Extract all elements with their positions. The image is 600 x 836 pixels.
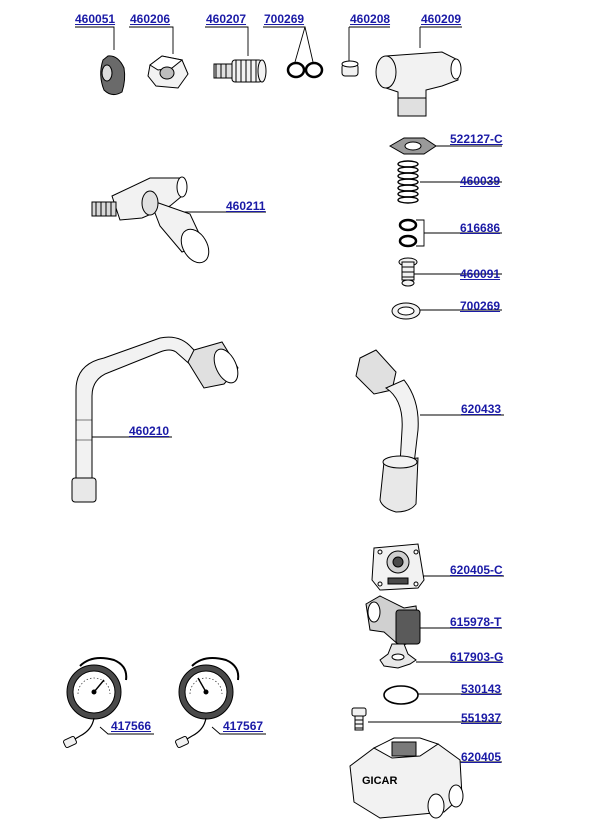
orings-700269-top <box>286 61 324 79</box>
part-link-460208[interactable]: 460208 <box>350 12 391 26</box>
part-link-617903-g[interactable]: 617903-G <box>450 650 504 664</box>
part-link-460211[interactable]: 460211 <box>226 199 266 213</box>
part-link-460209[interactable]: 460209 <box>421 12 462 26</box>
part-link-460051[interactable]: 460051 <box>75 12 116 26</box>
spring-460039 <box>397 160 419 204</box>
part-link-522127-c[interactable]: 522127-C <box>450 132 503 146</box>
gauge-417566 <box>63 657 128 749</box>
part-link-460091[interactable]: 460091 <box>460 267 501 281</box>
cap-460208 <box>341 60 359 77</box>
pipe-620433 <box>355 349 419 513</box>
part-link-460206[interactable]: 460206 <box>130 12 171 26</box>
part-link-417567[interactable]: 417567 <box>223 719 264 733</box>
nut-460206 <box>147 55 189 89</box>
orings-616686 <box>398 218 418 248</box>
part-link-616686[interactable]: 616686 <box>460 221 501 235</box>
tee-460209 <box>375 51 462 117</box>
part-link-460210[interactable]: 460210 <box>129 424 170 438</box>
part-link-551937[interactable]: 551937 <box>461 711 502 725</box>
gauge-417567 <box>175 657 240 749</box>
part-link-417566[interactable]: 417566 <box>111 719 152 733</box>
part-link-615978-t[interactable]: 615978-T <box>450 615 502 629</box>
leader-lines <box>75 26 504 763</box>
cover-620405c <box>371 543 425 591</box>
valve-brand-text: GICAR <box>362 775 398 787</box>
pipe-460210 <box>71 336 239 503</box>
part-link-700269-right[interactable]: 700269 <box>460 299 501 313</box>
oring-530143 <box>383 685 419 705</box>
part-link-620405[interactable]: 620405 <box>461 750 502 764</box>
part-link-700269-top[interactable]: 700269 <box>264 12 305 26</box>
knob-460051 <box>100 55 126 96</box>
valve-body-620405: GICAR <box>349 737 464 819</box>
part-link-460039[interactable]: 460039 <box>460 174 501 188</box>
connector-615978 <box>365 595 421 647</box>
valve-460211 <box>91 176 210 264</box>
collar-617903 <box>379 643 417 669</box>
fitting-460207 <box>213 59 267 83</box>
part-link-620405-c[interactable]: 620405-C <box>450 563 503 577</box>
pin-460091 <box>398 257 418 287</box>
part-link-620433[interactable]: 620433 <box>461 402 502 416</box>
gasket-522127 <box>388 137 437 155</box>
washer-700269-right <box>391 302 421 320</box>
screw-551937 <box>351 707 367 731</box>
part-link-530143[interactable]: 530143 <box>461 682 502 696</box>
part-link-460207[interactable]: 460207 <box>206 12 247 26</box>
